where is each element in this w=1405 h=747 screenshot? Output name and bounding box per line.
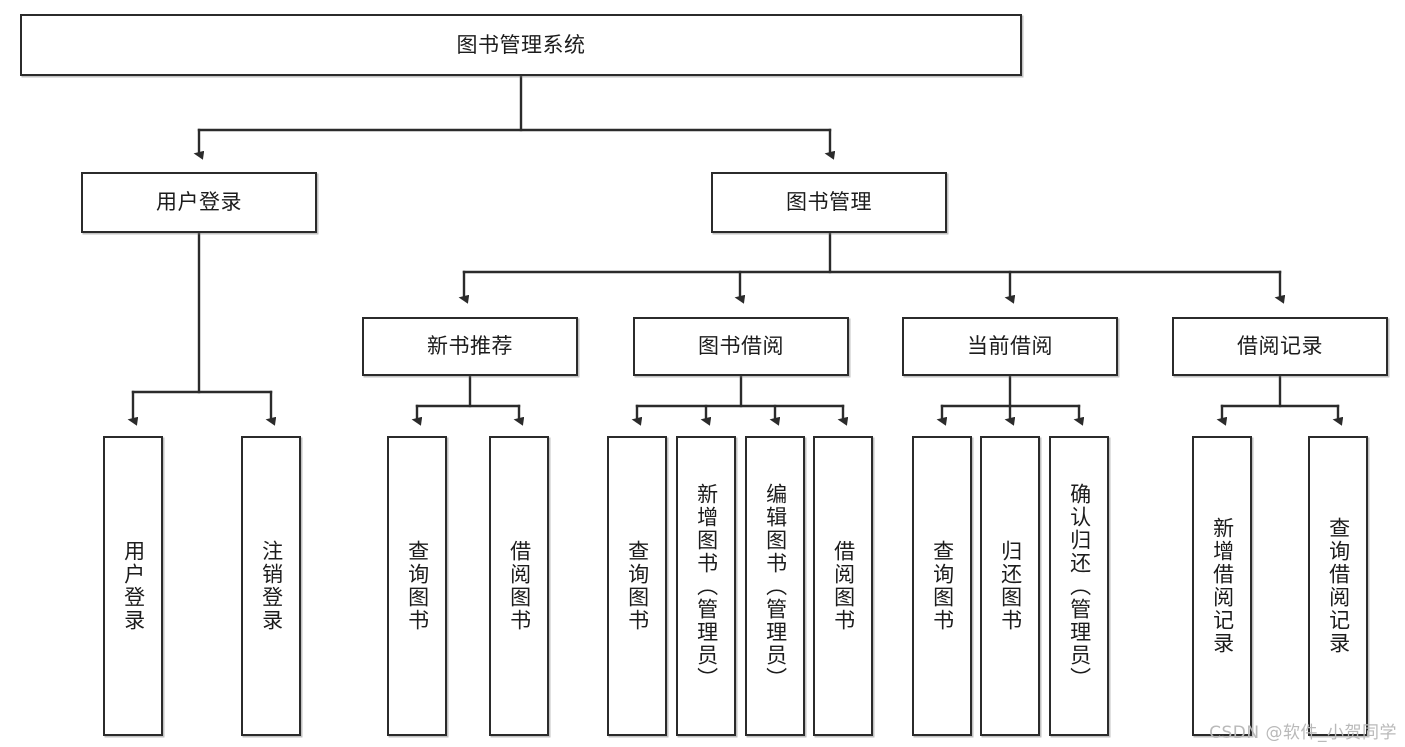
watermark-text: CSDN @软件_小贺同学 [1209,723,1397,743]
leaf-add-record-label: 新增借阅记录 [1210,517,1235,655]
leaf-query-book-1[interactable]: 查询图书 [387,436,447,736]
leaf-add-record[interactable]: 新增借阅记录 [1192,436,1252,736]
node-book-borrow[interactable]: 图书借阅 [633,317,849,376]
leaf-confirm-return-label: 确认归还（管理员） [1067,482,1092,690]
node-current-borrow[interactable]: 当前借阅 [902,317,1118,376]
leaf-return-book-label: 归还图书 [998,540,1023,632]
leaf-user-login[interactable]: 用户登录 [103,436,163,736]
node-new-book-recommend[interactable]: 新书推荐 [362,317,578,376]
leaf-edit-book-label: 编辑图书（管理员） [763,482,788,690]
node-new-book-recommend-label: 新书推荐 [427,334,513,359]
node-root[interactable]: 图书管理系统 [20,14,1022,76]
leaf-query-book-2[interactable]: 查询图书 [607,436,667,736]
leaf-logout-login-label: 注销登录 [259,540,284,632]
leaf-logout-login[interactable]: 注销登录 [241,436,301,736]
node-user-login[interactable]: 用户登录 [81,172,317,233]
leaf-query-record[interactable]: 查询借阅记录 [1308,436,1368,736]
leaf-borrow-book-1-label: 借阅图书 [507,540,532,632]
node-book-borrow-label: 图书借阅 [698,334,784,359]
leaf-query-record-label: 查询借阅记录 [1326,517,1351,655]
leaf-borrow-book-1[interactable]: 借阅图书 [489,436,549,736]
leaf-query-book-2-label: 查询图书 [625,540,650,632]
leaf-confirm-return[interactable]: 确认归还（管理员） [1049,436,1109,736]
leaf-add-book[interactable]: 新增图书（管理员） [676,436,736,736]
leaf-user-login-label: 用户登录 [121,540,146,632]
leaf-borrow-book-2[interactable]: 借阅图书 [813,436,873,736]
node-book-manage-label: 图书管理 [786,190,872,215]
node-current-borrow-label: 当前借阅 [967,334,1053,359]
leaf-borrow-book-2-label: 借阅图书 [831,540,856,632]
node-borrow-record-label: 借阅记录 [1237,334,1323,359]
leaf-edit-book[interactable]: 编辑图书（管理员） [745,436,805,736]
leaf-query-book-3[interactable]: 查询图书 [912,436,972,736]
node-root-label: 图书管理系统 [456,32,586,57]
leaf-add-book-label: 新增图书（管理员） [694,482,719,690]
leaf-return-book[interactable]: 归还图书 [980,436,1040,736]
node-borrow-record[interactable]: 借阅记录 [1172,317,1388,376]
leaf-query-book-3-label: 查询图书 [930,540,955,632]
leaf-query-book-1-label: 查询图书 [405,540,430,632]
node-book-manage[interactable]: 图书管理 [711,172,947,233]
node-user-login-label: 用户登录 [156,190,242,215]
